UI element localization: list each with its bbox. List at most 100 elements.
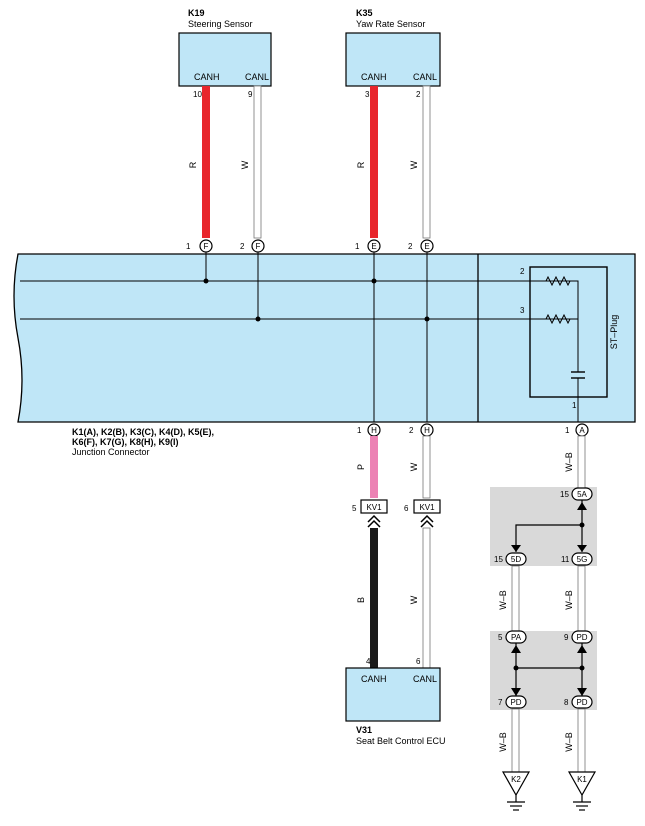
bottom-connector-2h: 2 H <box>409 423 434 437</box>
j5g-num: 11 <box>561 555 570 564</box>
arrow-down-icon <box>577 545 587 552</box>
bottom-connector-letter: H <box>424 426 430 435</box>
v31-canl-pin: 6 <box>416 657 421 666</box>
kv1-connector-5: 5 KV1 <box>352 499 388 514</box>
junction-5a: 15 5A <box>560 487 593 501</box>
jpd-br-num: 8 <box>564 698 569 707</box>
bottom-connector-num: 1 <box>565 426 570 435</box>
j5d-color: W–B <box>498 590 508 610</box>
junction-labels: K1(A), K2(B), K3(C), K4(D), K5(E), K6(F)… <box>72 427 214 457</box>
v31-canl-label: CANL <box>413 674 437 684</box>
top-connector-letter: F <box>256 242 261 251</box>
top-connector-num: 2 <box>240 242 245 251</box>
h2-color: W <box>409 462 419 471</box>
component-k35: K35 Yaw Rate Sensor CANH CANL 3 2 <box>345 8 441 99</box>
jpd-bl-num: 7 <box>498 698 503 707</box>
junction-pd-bottom-right: 8 PD <box>564 695 593 709</box>
top-connector-num: 1 <box>355 242 360 251</box>
k35-canh-label: CANH <box>361 72 387 82</box>
top-connector-num: 2 <box>408 242 413 251</box>
a1-color: W–B <box>564 452 574 472</box>
wire-kv1-canh-black <box>370 528 378 668</box>
junction-5d: 15 5D <box>494 552 527 566</box>
k35-canh-pin: 3 <box>365 90 370 99</box>
st-plug-label: ST–Plug <box>609 315 619 350</box>
wire-ground-k1 <box>577 708 586 773</box>
k19-code: K19 <box>188 8 205 18</box>
junction-codes-line2: K6(F), K7(G), K8(H), K9(I) <box>72 437 179 447</box>
jpd-bl-label: PD <box>510 698 521 707</box>
top-connector-num: 1 <box>186 242 191 251</box>
component-v31: 4 6 CANH CANL V31 Seat Belt Control ECU <box>345 657 446 746</box>
wire-kv1-canl-white <box>422 527 431 669</box>
j5a-num: 15 <box>560 490 569 499</box>
v31-name: Seat Belt Control ECU <box>356 736 446 746</box>
junction-pd-top: 9 PD <box>564 630 593 644</box>
wire-k19-canh-red <box>202 86 210 238</box>
arrow-down-icon <box>577 688 587 696</box>
h1-color: P <box>356 464 366 470</box>
k19-canl-color: W <box>240 160 250 169</box>
k35-code: K35 <box>356 8 373 18</box>
chevron-up-icon <box>420 519 434 528</box>
k35-canl-pin: 2 <box>416 90 421 99</box>
bottom-connector-letter: H <box>371 426 377 435</box>
kv1-connector-6: 6 KV1 <box>404 499 441 514</box>
junction-connector-box <box>13 252 636 423</box>
junction-5g: 11 5G <box>561 552 593 566</box>
j5g-color: W–B <box>564 590 574 610</box>
j5g-label: 5G <box>577 555 588 564</box>
top-connector-letter: F <box>204 242 209 251</box>
k19-canh-color: R <box>188 161 198 168</box>
kv1-canh-color: B <box>356 597 366 603</box>
wire-h1-pink <box>370 436 378 498</box>
st-plug-pin-2: 2 <box>520 267 525 276</box>
kv1-label-6: KV1 <box>419 503 435 512</box>
wire-ground-k2 <box>511 708 520 773</box>
arrow-up-icon <box>577 645 587 653</box>
kv1-canl-color: W <box>409 595 419 604</box>
wire-5d-pa <box>511 565 520 633</box>
j5a-label: 5A <box>577 490 587 499</box>
bottom-connector-1a: 1 A <box>565 423 589 437</box>
k35-canl-label: CANL <box>413 72 437 82</box>
bottom-connector-num: 2 <box>409 426 414 435</box>
v31-box <box>345 667 441 722</box>
st-plug-pin-1: 1 <box>572 401 577 410</box>
wire-5g-pd <box>577 565 586 633</box>
k35-canl-color: W <box>409 160 419 169</box>
top-connector-letter: E <box>371 242 376 251</box>
k19-canh-label: CANH <box>194 72 220 82</box>
g2-color: W–B <box>564 732 574 752</box>
k19-canl-pin: 9 <box>248 90 253 99</box>
jpa-num: 5 <box>498 633 503 642</box>
j5d-num: 15 <box>494 555 503 564</box>
v31-canh-pin: 4 <box>366 657 371 666</box>
junction-pa: 5 PA <box>498 630 527 644</box>
bottom-connector-num: 1 <box>357 426 362 435</box>
chevron-up-icon <box>367 514 381 523</box>
k35-box <box>345 32 441 87</box>
v31-code: V31 <box>356 725 372 735</box>
v31-canh-label: CANH <box>361 674 387 684</box>
junction-pd-bottom-left: 7 PD <box>498 695 527 709</box>
bottom-connector-letter: A <box>579 426 585 435</box>
wire-k19-canl-white <box>253 85 262 239</box>
st-plug: 2 3 1 ST–Plug <box>520 266 619 422</box>
ground-k2: K2 <box>501 771 531 811</box>
top-connector-1e: 1 E <box>355 239 381 253</box>
k19-name: Steering Sensor <box>188 19 253 29</box>
component-k19: K19 Steering Sensor CANH CANL 10 9 <box>178 8 272 99</box>
chevron-up-icon <box>367 519 381 528</box>
wire-h2-white <box>422 435 431 499</box>
arrow-up-icon <box>511 645 521 653</box>
k35-name: Yaw Rate Sensor <box>356 19 425 29</box>
arrow-up-icon <box>577 502 587 510</box>
k19-canh-pin: 10 <box>193 90 202 99</box>
wire-k35-canl-white <box>422 85 431 239</box>
jpa-label: PA <box>511 633 522 642</box>
jpd-br-label: PD <box>576 698 587 707</box>
jpd-top-label: PD <box>576 633 587 642</box>
junction-name: Junction Connector <box>72 447 150 457</box>
